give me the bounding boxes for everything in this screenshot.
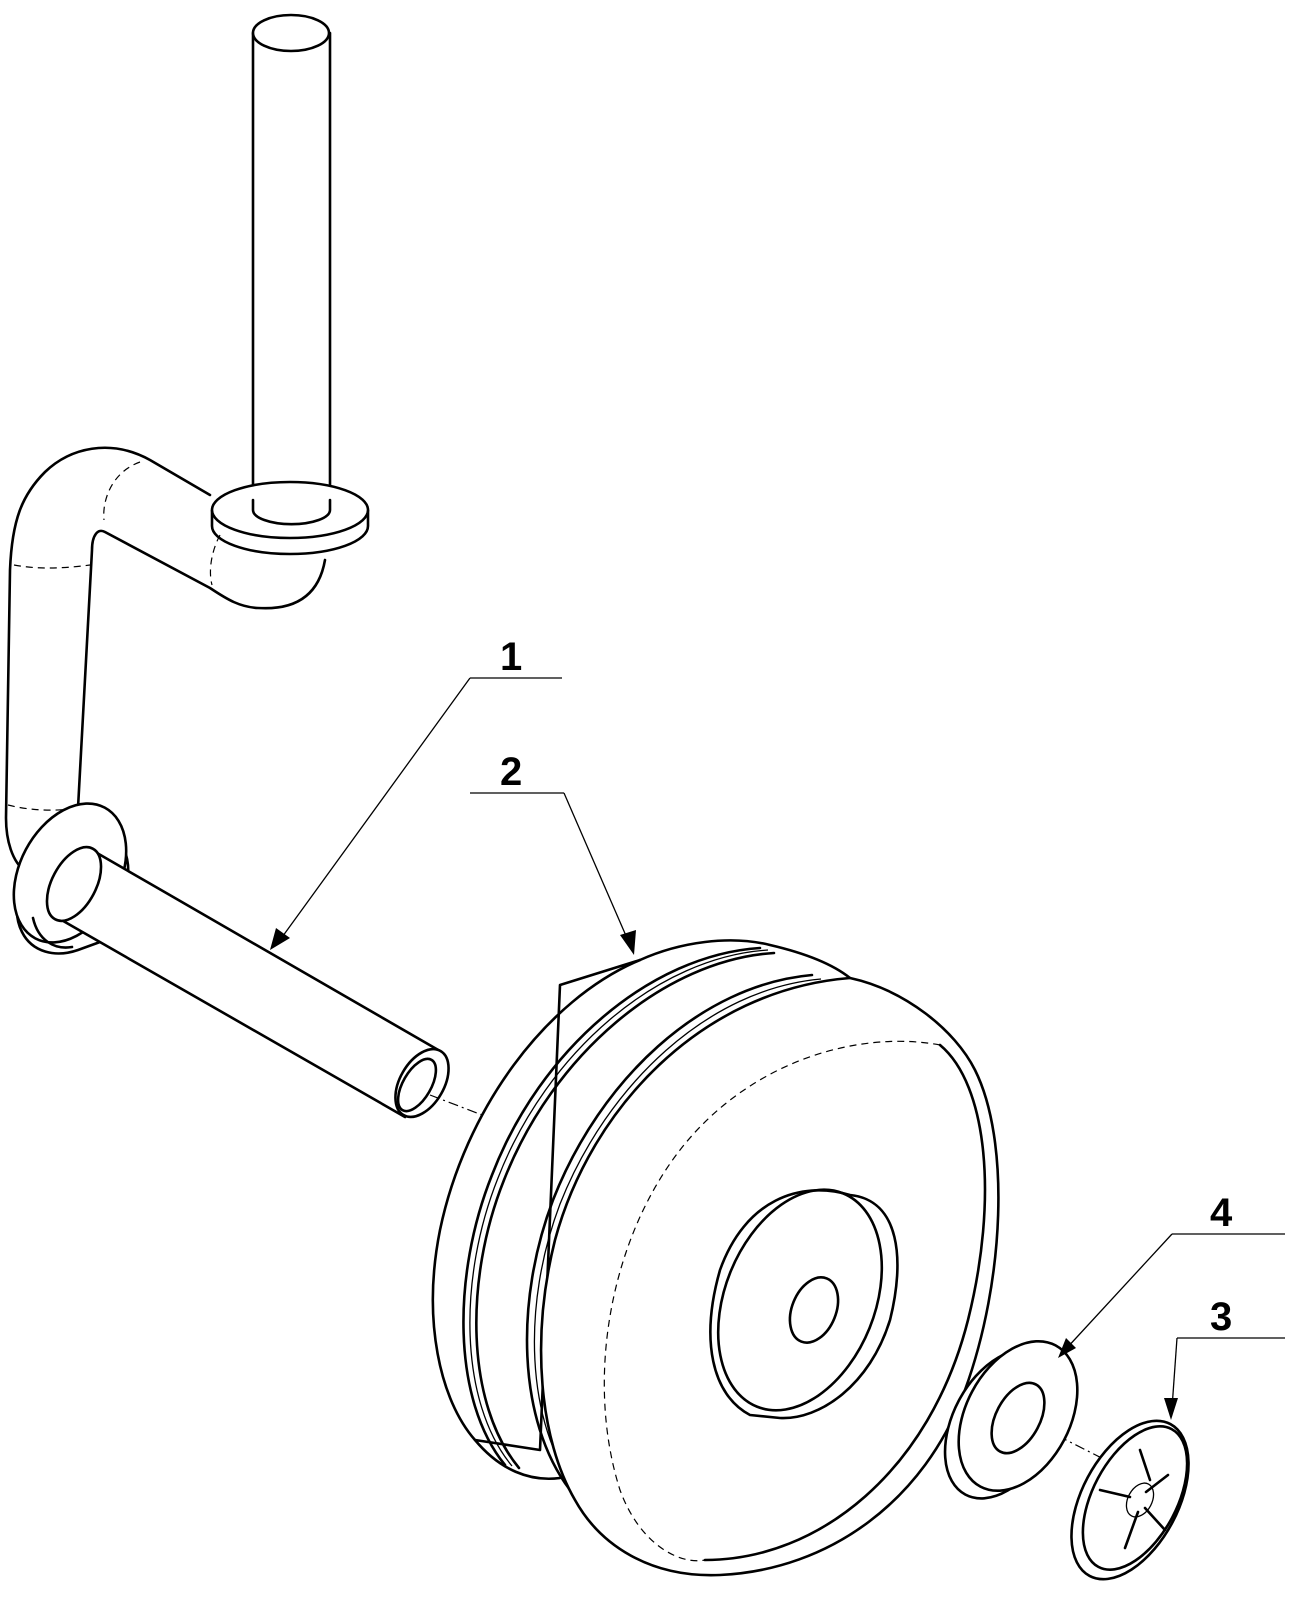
callout-1: 1 xyxy=(270,635,562,950)
callout-2-arrowhead xyxy=(620,930,636,955)
part-4-washer xyxy=(943,1339,1079,1500)
roll-pin xyxy=(45,845,450,1119)
callout-2: 2 xyxy=(470,750,636,955)
callout-1-leader xyxy=(279,677,471,941)
callout-1-label: 1 xyxy=(500,635,522,679)
callout-4-leader xyxy=(1064,1233,1173,1351)
roller-hub xyxy=(709,1188,899,1420)
part-1-holder-arm xyxy=(4,13,450,1119)
part-2-roller xyxy=(431,939,1000,1577)
callout-2-leader xyxy=(563,792,631,946)
bent-tube xyxy=(4,446,327,874)
callout-3-arrowhead xyxy=(1164,1398,1178,1420)
upper-flange xyxy=(210,480,370,556)
callout-3: 3 xyxy=(1164,1295,1285,1420)
vertical-post xyxy=(251,13,332,507)
callout-1-arrowhead xyxy=(270,928,290,950)
callout-4: 4 xyxy=(1058,1191,1285,1358)
callout-3-label: 3 xyxy=(1210,1295,1232,1339)
callout-4-arrowhead xyxy=(1058,1338,1076,1358)
callout-3-leader xyxy=(1171,1337,1178,1409)
callout-4-label: 4 xyxy=(1210,1191,1233,1235)
part-3-starlock-ring xyxy=(1070,1419,1190,1581)
callout-2-label: 2 xyxy=(500,750,522,794)
